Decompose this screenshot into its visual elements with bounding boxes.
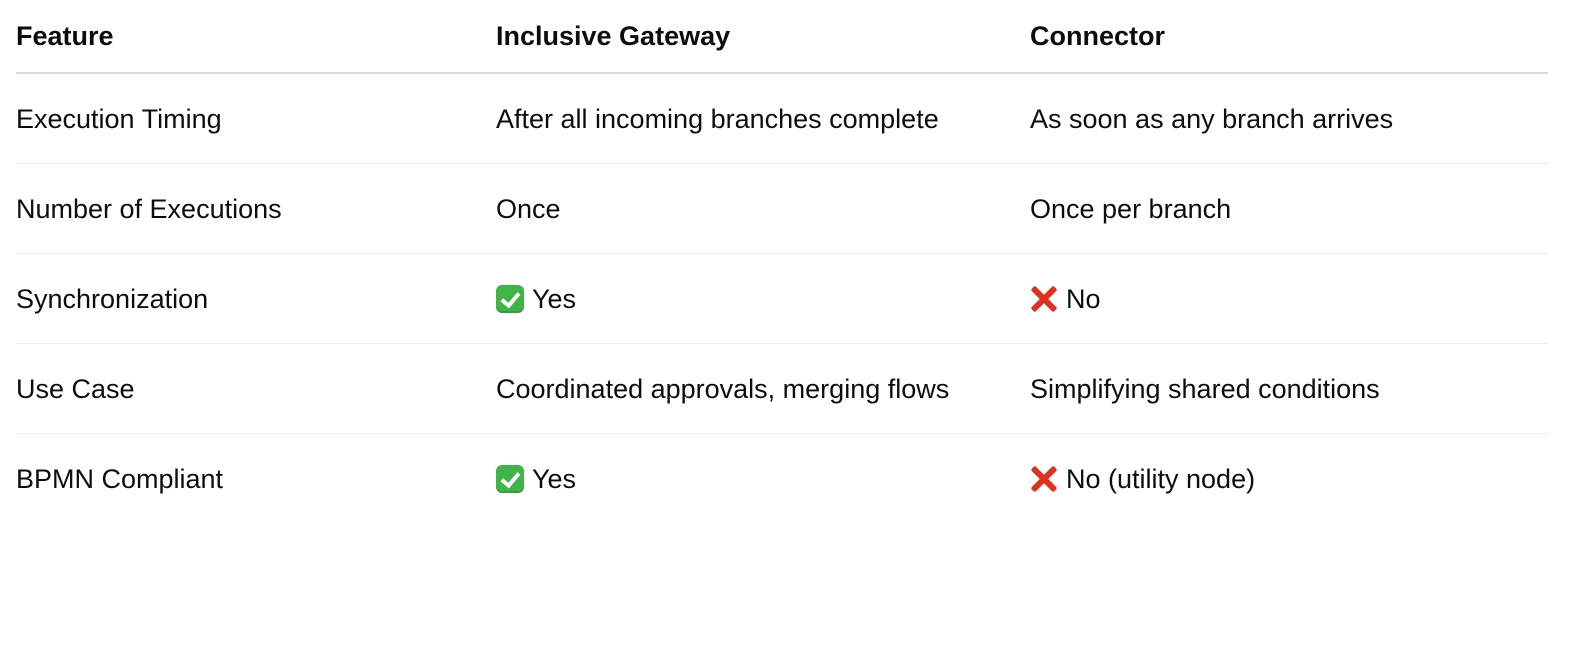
feature-cell: BPMN Compliant: [16, 464, 224, 494]
gateway-cell: Coordinated approvals, merging flows: [496, 343, 1030, 434]
table-row: Execution Timing After all incoming bran…: [16, 73, 1548, 164]
connector-cell: Once per branch: [1030, 163, 1548, 254]
header-connector: Connector: [1030, 0, 1548, 74]
gateway-text: After all incoming branches complete: [496, 104, 939, 134]
connector-text: Simplifying shared conditions: [1030, 374, 1380, 404]
connector-text: Once per branch: [1030, 194, 1232, 224]
header-inclusive-gateway: Inclusive Gateway: [496, 0, 1030, 74]
gateway-text: Yes: [532, 464, 577, 494]
cross-mark-icon: [1030, 285, 1058, 313]
header-feature: Feature: [16, 0, 496, 74]
gateway-cell: After all incoming branches complete: [496, 73, 1030, 164]
connector-text: No: [1066, 284, 1101, 314]
gateway-text: Yes: [532, 284, 577, 314]
header-row: Feature Inclusive Gateway Connector: [16, 0, 1548, 74]
connector-text: No (utility node): [1066, 464, 1256, 494]
table-row: BPMN Compliant Yes No (utility node): [16, 434, 1548, 524]
feature-cell: Number of Executions: [16, 163, 496, 254]
comparison-table-container: Feature Inclusive Gateway Connector Exec…: [16, 0, 1548, 523]
gateway-cell: Once: [496, 163, 1030, 254]
table-row: Use Case Coordinated approvals, merging …: [16, 343, 1548, 434]
comparison-table: Feature Inclusive Gateway Connector Exec…: [16, 0, 1548, 523]
gateway-text: Once: [496, 194, 561, 224]
connector-cell: Simplifying shared conditions: [1030, 343, 1548, 434]
table-body: Execution Timing After all incoming bran…: [16, 73, 1548, 523]
gateway-text: Coordinated approvals, merging flows: [496, 374, 950, 404]
check-mark-icon: [496, 285, 524, 313]
cross-mark-icon: [1030, 465, 1058, 493]
connector-cell: As soon as any branch arrives: [1030, 73, 1548, 164]
connector-cell: No: [1030, 253, 1548, 344]
feature-cell: Use Case: [16, 343, 496, 434]
check-mark-icon: [496, 465, 524, 493]
table-row: Number of Executions Once Once per branc…: [16, 163, 1548, 254]
gateway-cell: Yes: [496, 253, 1030, 344]
feature-cell: Execution Timing: [16, 73, 496, 164]
table-row: Synchronization Yes No: [16, 253, 1548, 344]
gateway-cell: Yes: [496, 434, 1030, 524]
connector-text: As soon as any branch arrives: [1030, 104, 1394, 134]
connector-cell: No (utility node): [1030, 434, 1548, 524]
feature-cell: Synchronization: [16, 253, 496, 344]
table-header: Feature Inclusive Gateway Connector: [16, 0, 1548, 74]
